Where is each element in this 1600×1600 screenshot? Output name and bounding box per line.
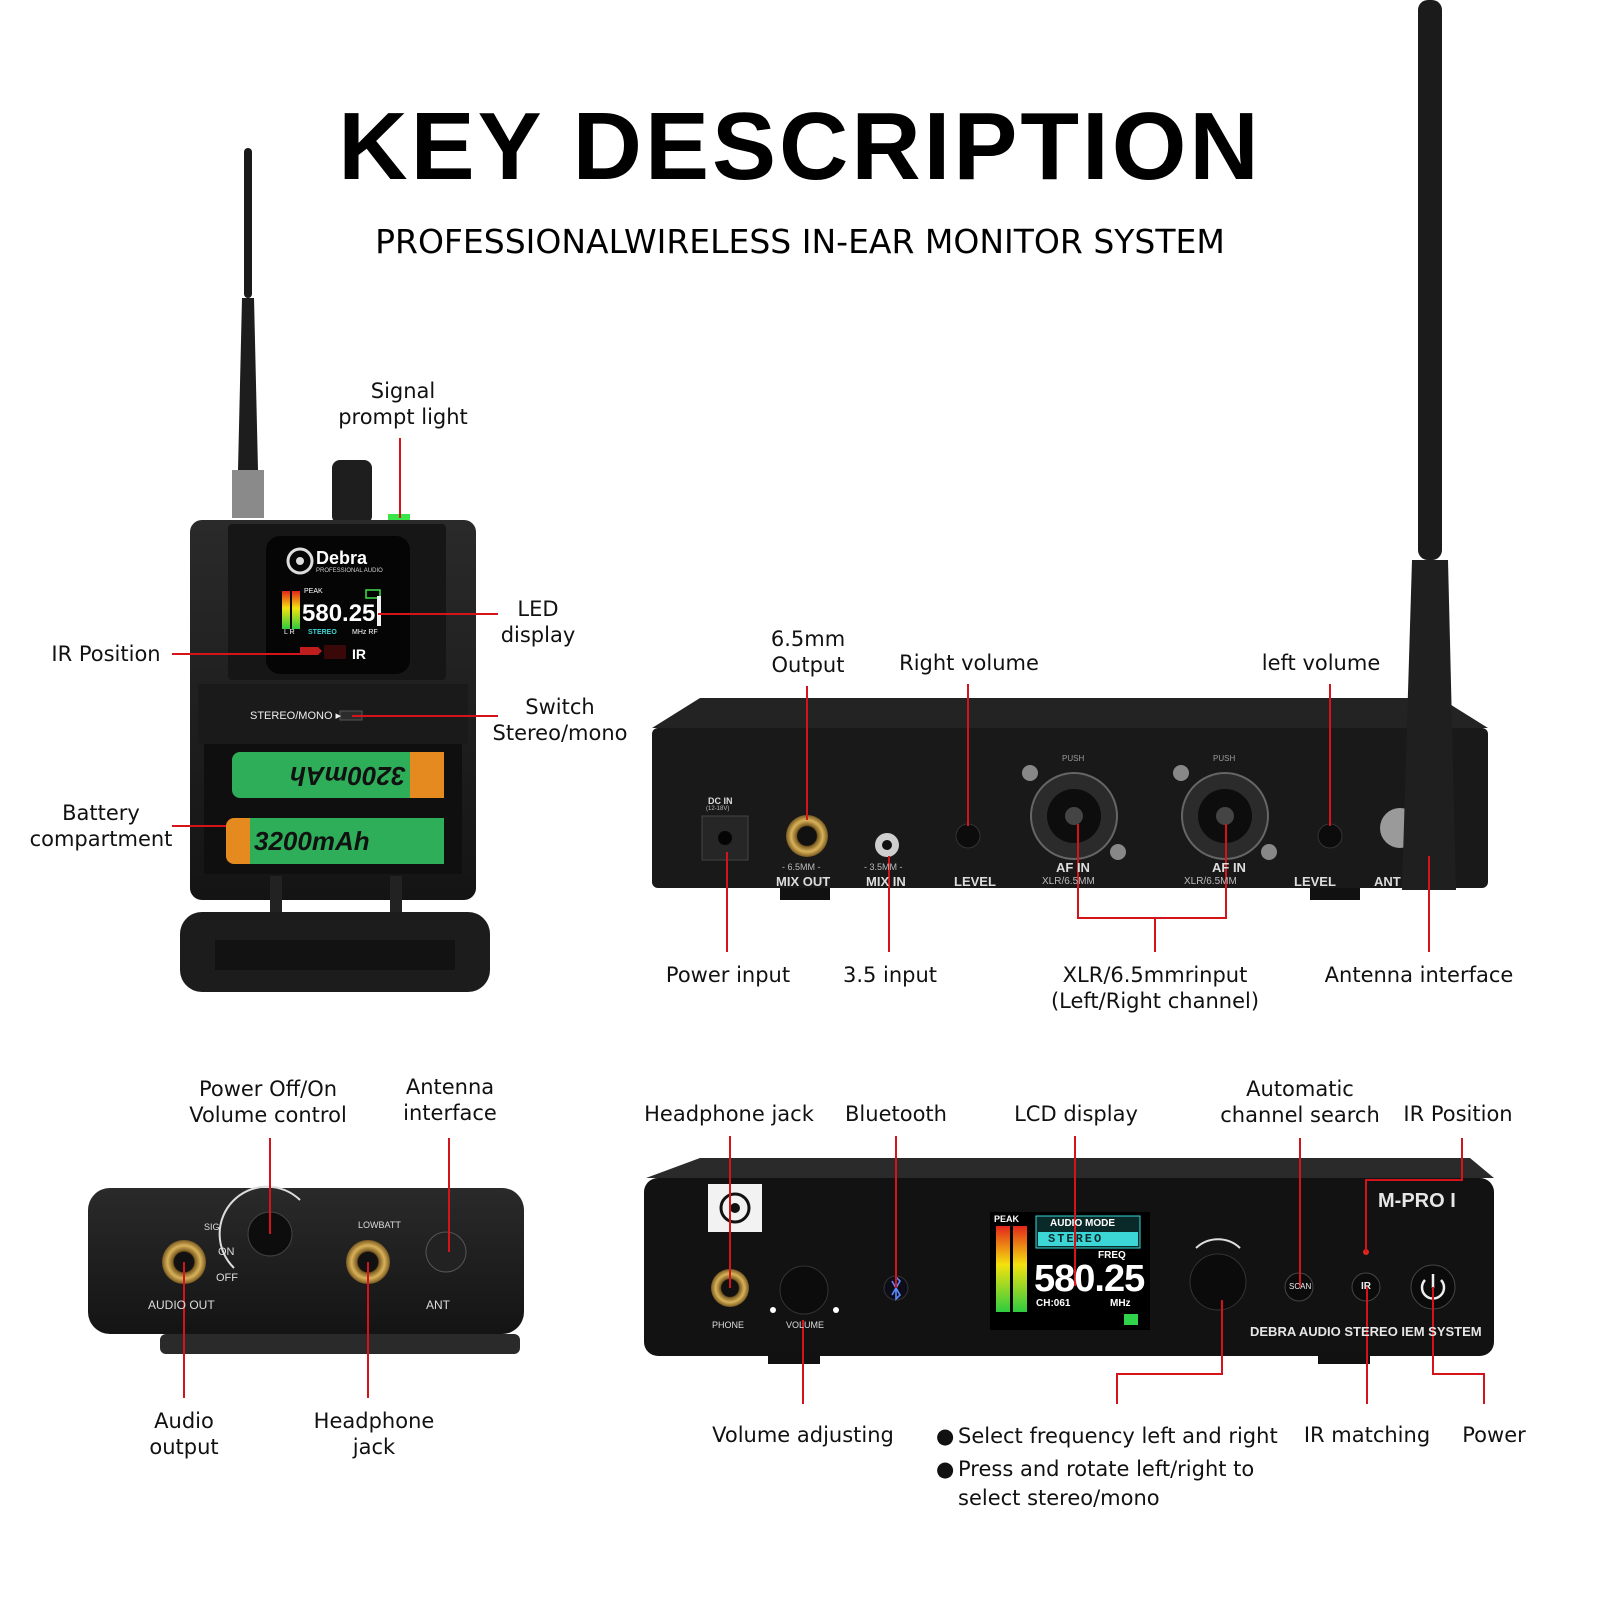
top-lowbatt: LOWBATT: [358, 1220, 401, 1230]
rear-l-af-in: AF IN: [1212, 860, 1246, 875]
receiver-lr: L R: [284, 629, 295, 636]
receiver-brand-sub: PROFESSIONAL AUDIO: [316, 568, 383, 574]
receiver-top-body: [88, 1188, 524, 1334]
frequency-selector-knob: [1189, 1253, 1247, 1311]
front-phone: PHONE: [712, 1320, 745, 1330]
rear-mix-in: MIX IN: [866, 874, 906, 889]
label-35-input: 3.5 input: [842, 963, 938, 987]
antenna-whip: [244, 148, 252, 298]
transmitter-antenna: [1418, 0, 1442, 560]
mix-in-jack: [882, 840, 892, 850]
rear-dc-in: DC IN: [708, 796, 733, 806]
receiver-mhz-rf: MHz RF: [352, 629, 378, 636]
label-left-volume: left volume: [1261, 651, 1381, 675]
receiver-stereo: STEREO: [308, 629, 337, 636]
top-off: OFF: [216, 1272, 238, 1284]
receiver-front-illustration: [180, 148, 490, 992]
label-power-input: Power input: [665, 963, 791, 987]
antenna-connector-receiver: [425, 1231, 467, 1273]
front-peak: PEAK: [994, 1214, 1020, 1224]
front-mhz: MHz: [1110, 1298, 1131, 1309]
top-ant: ANT: [426, 1298, 450, 1312]
rear-dc-range: (12-18V): [706, 806, 730, 812]
l-level-knob: [1317, 823, 1343, 849]
receiver-freq: 580.25: [302, 600, 376, 627]
rear-ant: ANT: [1374, 874, 1401, 889]
top-sig: SIG: [204, 1222, 220, 1232]
page-title: KEY DESCRIPTION: [338, 93, 1262, 200]
r-level-knob: [955, 823, 981, 849]
battery-bottom-label: 3200mAh: [254, 826, 370, 856]
front-volume: VOLUME: [786, 1320, 825, 1330]
front-volume-knob: [779, 1265, 829, 1315]
label-ir-position-receiver: IR Position: [51, 642, 161, 666]
rear-r-af-in: AF IN: [1056, 860, 1090, 875]
receiver-top-illustration: [88, 1185, 524, 1354]
receiver-brand: Debra: [316, 548, 368, 568]
top-on: ON: [218, 1246, 235, 1258]
front-ir: IR: [1361, 1281, 1371, 1292]
rear-mix-out: MIX OUT: [776, 874, 831, 889]
label-ir-position-transmitter: IR Position: [1403, 1102, 1513, 1126]
label-volume-adjusting: Volume adjusting: [712, 1423, 894, 1447]
front-scan: SCAN: [1289, 1282, 1312, 1291]
rear-mix-in-size: - 3.5MM -: [864, 862, 903, 872]
label-headphone-jack-transmitter: Headphone jack: [644, 1102, 814, 1126]
selector-knob-notes: ●Select frequency left and right ●Press …: [936, 1422, 1292, 1513]
receiver-screen: [266, 536, 410, 674]
battery-top: [232, 752, 444, 798]
front-freq: 580.25: [1034, 1258, 1145, 1300]
mix-out-jack: [786, 815, 828, 857]
front-audio-mode: AUDIO MODE: [1050, 1218, 1115, 1229]
rear-push-right: PUSH: [1062, 754, 1085, 763]
antenna-connector: [232, 470, 264, 518]
label-xlr-input: XLR/6.5mmrinput(Left/Right channel): [1050, 963, 1260, 1013]
volume-knob: [332, 460, 372, 524]
front-model: M-PRO I: [1378, 1190, 1456, 1212]
page-subtitle: PROFESSIONALWIRELESS IN-EAR MONITOR SYST…: [375, 222, 1225, 261]
rear-mix-out-size: - 6.5MM -: [782, 862, 821, 872]
battery-top-label: 3200mAh: [290, 761, 406, 791]
rear-r-xlr-sub: XLR/6.5MM: [1042, 876, 1095, 887]
label-lcd-display: LCD display: [1014, 1102, 1138, 1126]
receiver-switch-label: STEREO/MONO ▸: [250, 710, 342, 722]
rear-r-level: LEVEL: [954, 874, 996, 889]
rear-l-level: LEVEL: [1294, 874, 1336, 889]
label-bluetooth: Bluetooth: [845, 1102, 947, 1126]
receiver-ir: IR: [352, 646, 366, 662]
label-antenna-interface-rear: Antenna interface: [1324, 963, 1514, 987]
label-ir-matching: IR matching: [1303, 1423, 1431, 1447]
front-freq-label: FREQ: [1098, 1250, 1126, 1261]
front-stereo: STEREO: [1048, 1232, 1104, 1246]
transmitter-rear-illustration: [652, 0, 1488, 900]
receiver-peak: PEAK: [304, 588, 323, 595]
bullet-item: ●Select frequency left and right: [936, 1424, 1278, 1448]
rear-l-xlr-sub: XLR/6.5MM: [1184, 876, 1237, 887]
front-system: DEBRA AUDIO STEREO IEM SYSTEM: [1250, 1324, 1482, 1339]
transmitter-front-illustration: [644, 1158, 1494, 1364]
callout-lines: [172, 438, 1485, 1404]
rear-push-left: PUSH: [1213, 754, 1236, 763]
label-power-transmitter: Power: [1462, 1423, 1526, 1447]
front-channel: CH:061: [1036, 1298, 1071, 1309]
label-right-volume: Right volume: [899, 651, 1039, 675]
top-audio-out: AUDIO OUT: [148, 1298, 215, 1312]
bullet-item: ●Press and rotate left/right to: [936, 1457, 1255, 1481]
bullet-item-continuation: select stereo/mono: [958, 1486, 1160, 1510]
